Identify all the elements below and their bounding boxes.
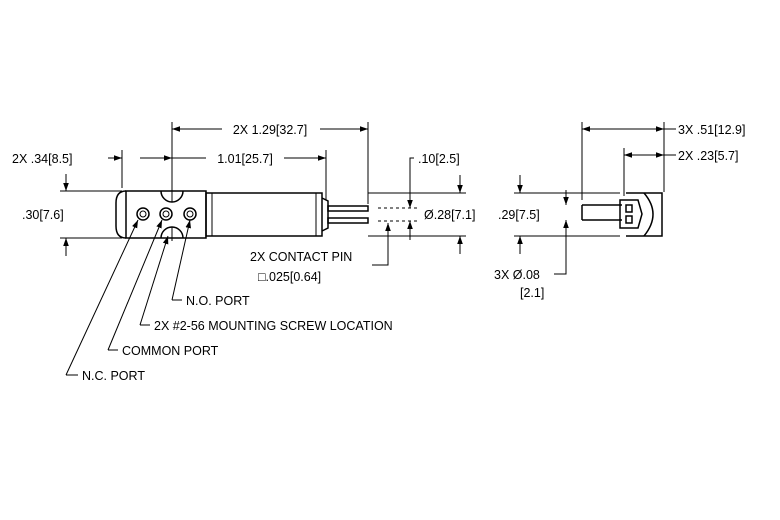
front-dimensions bbox=[60, 122, 466, 266]
dim-pin-diameter: Ø.28[7.1] bbox=[424, 208, 475, 222]
contact-pin-upper bbox=[327, 205, 369, 212]
dim-hole-diameter-mm: [2.1] bbox=[520, 286, 544, 300]
callout-no-port: N.O. PORT bbox=[186, 294, 250, 308]
callout-nc-port: N.C. PORT bbox=[82, 369, 145, 383]
contact-pin-label: 2X CONTACT PIN bbox=[250, 250, 352, 264]
no-port-circle bbox=[183, 207, 197, 221]
dim-side-offset: 2X .23[5.7] bbox=[678, 149, 738, 163]
callout-common-port: COMMON PORT bbox=[122, 344, 219, 358]
dim-body-length: 1.01[25.7] bbox=[217, 152, 273, 166]
contact-pin-size: □.025[0.64] bbox=[258, 270, 321, 284]
callout-mounting-screw: 2X #2-56 MOUNTING SCREW LOCATION bbox=[154, 319, 393, 333]
nc-port-circle bbox=[136, 207, 150, 221]
front-view bbox=[115, 188, 369, 241]
callout-leaders bbox=[65, 219, 191, 376]
contact-pin-lower bbox=[327, 217, 369, 224]
body-shoulder bbox=[321, 197, 329, 232]
body-nose bbox=[115, 190, 127, 239]
dim-height: .30[7.6] bbox=[22, 208, 64, 222]
side-view bbox=[581, 192, 663, 237]
dim-left-offset: 2X .34[8.5] bbox=[12, 152, 72, 166]
dim-pin-spacing: .10[2.5] bbox=[418, 152, 460, 166]
dim-side-height: .29[7.5] bbox=[498, 208, 540, 222]
side-dimensions bbox=[514, 122, 676, 275]
dim-overall-length: 2X 1.29[32.7] bbox=[233, 123, 307, 137]
side-terminal bbox=[619, 199, 643, 229]
main-body bbox=[205, 192, 323, 237]
common-port-circle bbox=[159, 207, 173, 221]
dim-hole-diameter: 3X Ø.08 bbox=[494, 268, 540, 282]
side-tube bbox=[581, 204, 622, 221]
dim-side-length: 3X .51[12.9] bbox=[678, 123, 745, 137]
port-section bbox=[125, 190, 207, 239]
